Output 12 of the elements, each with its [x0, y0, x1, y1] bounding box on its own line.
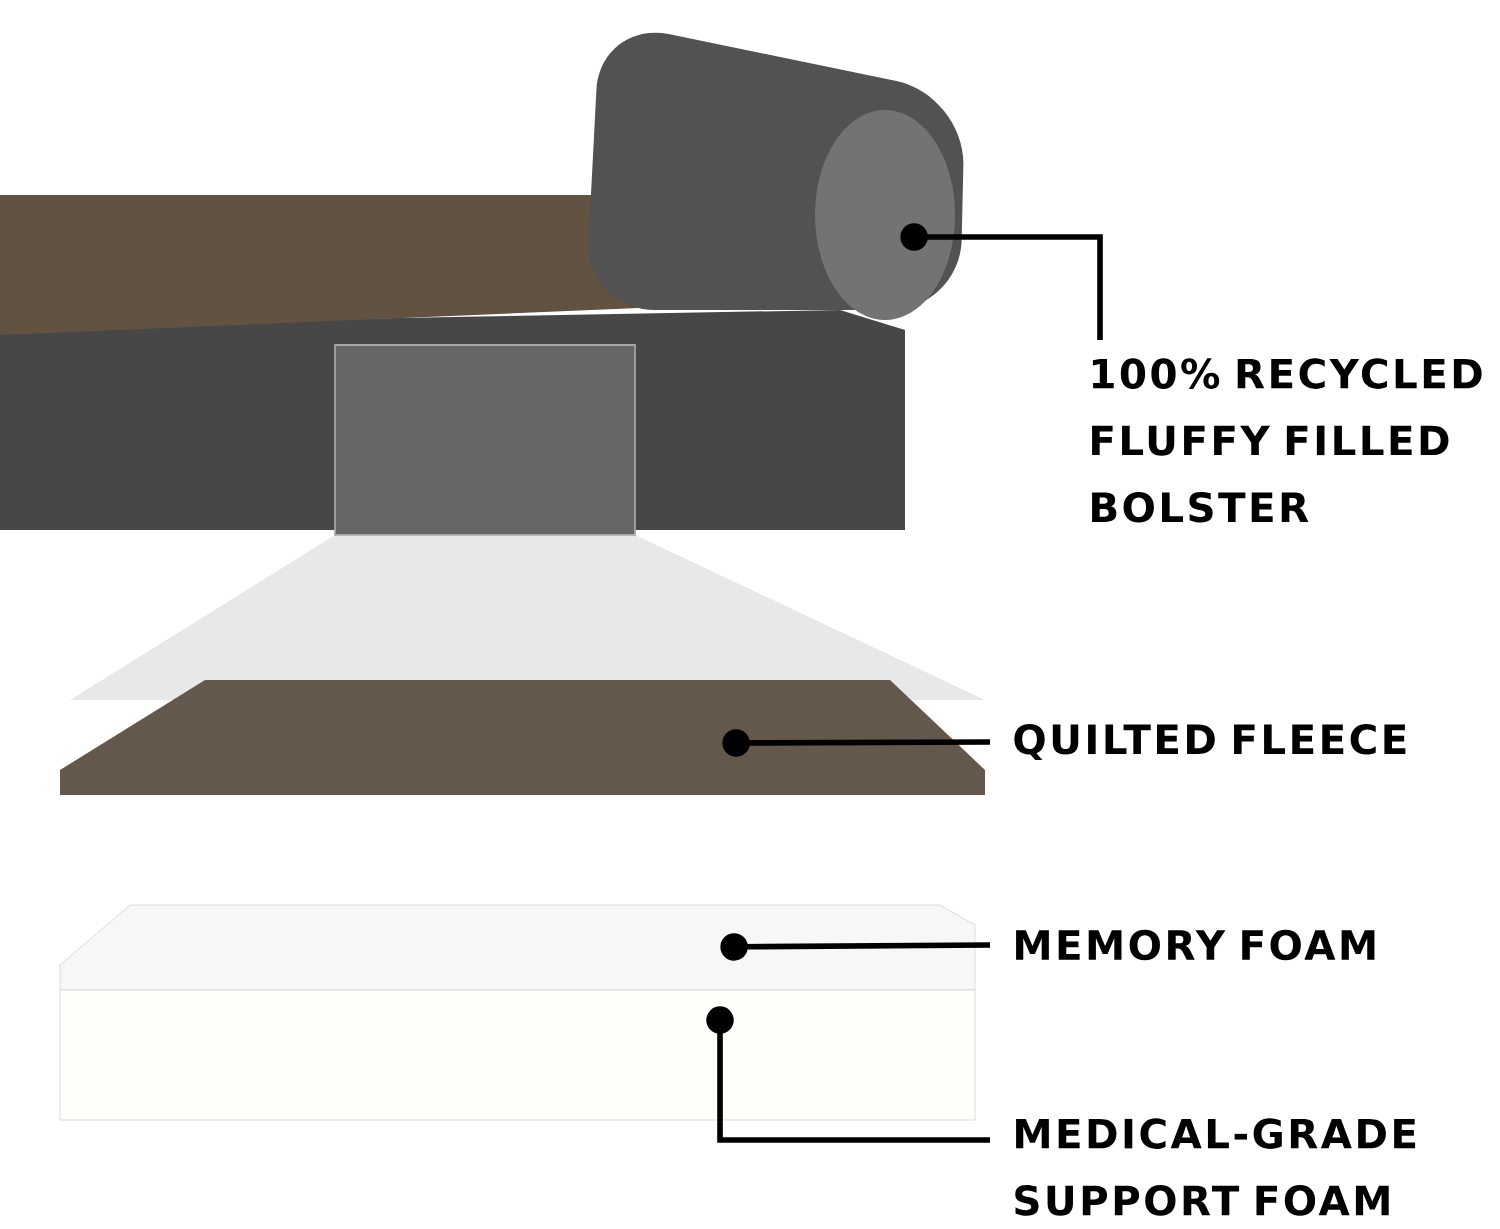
quilted-fleece-drawing: [60, 680, 985, 795]
support-foam-drawing: [59, 989, 976, 1121]
leader-line: [900, 223, 1103, 340]
callout-label: MEDICAL-GRADE SUPPORT FOAM: [1015, 1118, 1416, 1216]
leader-line: [720, 933, 991, 961]
callout-label: 100% RECYCLED FLUFFY FILLED BOLSTER: [1092, 358, 1482, 523]
memory-foam-drawing: [59, 904, 976, 991]
leader-line: [706, 1006, 990, 1143]
leader-line: [722, 729, 990, 757]
callout-label: QUILTED FLEECE: [1014, 724, 1406, 760]
bolster-drawing: [588, 32, 964, 320]
callout-label: MEMORY FOAM: [1016, 929, 1375, 961]
